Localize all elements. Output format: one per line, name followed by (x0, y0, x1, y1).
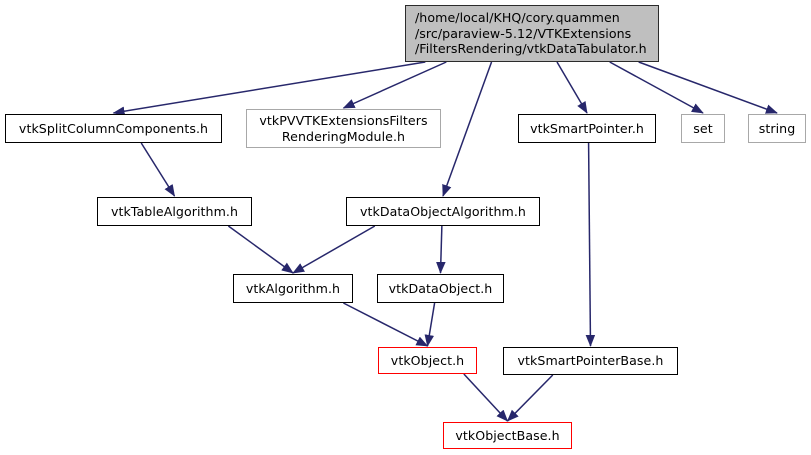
graph-node-module[interactable]: vtkPVVTKExtensionsFilters RenderingModul… (246, 109, 441, 148)
graph-node-string[interactable]: string (748, 114, 806, 143)
graph-node-splitcolumn[interactable]: vtkSplitColumnComponents.h (5, 114, 222, 143)
graph-node-smartpointer[interactable]: vtkSmartPointer.h (518, 114, 656, 143)
graph-node-tablealgorithm[interactable]: vtkTableAlgorithm.h (97, 197, 252, 226)
edge-dataobjectalgorithm-to-algorithm (292, 225, 376, 274)
edge-group (112, 61, 778, 422)
graph-node-objectbase[interactable]: vtkObjectBase.h (443, 422, 572, 449)
edge-root-to-splitcolumn (112, 61, 426, 116)
graph-node-smartpointerbase[interactable]: vtkSmartPointerBase.h (503, 347, 678, 375)
edge-root-to-dataobjectalgorithm (442, 61, 493, 197)
graph-node-dataobjectalgorithm[interactable]: vtkDataObjectAlgorithm.h (346, 197, 540, 226)
graph-node-dataobject[interactable]: vtkDataObject.h (377, 274, 504, 303)
edge-splitcolumn-to-tablealgorithm (140, 142, 176, 197)
edge-root-to-module (342, 61, 447, 109)
edge-dataobject-to-object (424, 302, 436, 347)
graph-node-root[interactable]: /home/local/KHQ/cory.quammen /src/paravi… (405, 5, 659, 62)
graph-node-algorithm[interactable]: vtkAlgorithm.h (233, 274, 353, 303)
edge-smartpointerbase-to-objectbase (506, 374, 554, 422)
edge-root-to-set (609, 61, 704, 114)
edge-root-to-smartpointer (556, 61, 588, 114)
graph-node-object[interactable]: vtkObject.h (378, 347, 477, 374)
edge-smartpointer-to-smartpointerbase (585, 142, 596, 347)
edge-tablealgorithm-to-algorithm (227, 225, 294, 274)
graph-node-set[interactable]: set (681, 114, 725, 143)
edge-dataobjectalgorithm-to-dataobject (436, 225, 446, 274)
edge-algorithm-to-object (343, 302, 429, 347)
edge-object-to-objectbase (463, 373, 509, 422)
edge-root-to-string (638, 61, 778, 114)
